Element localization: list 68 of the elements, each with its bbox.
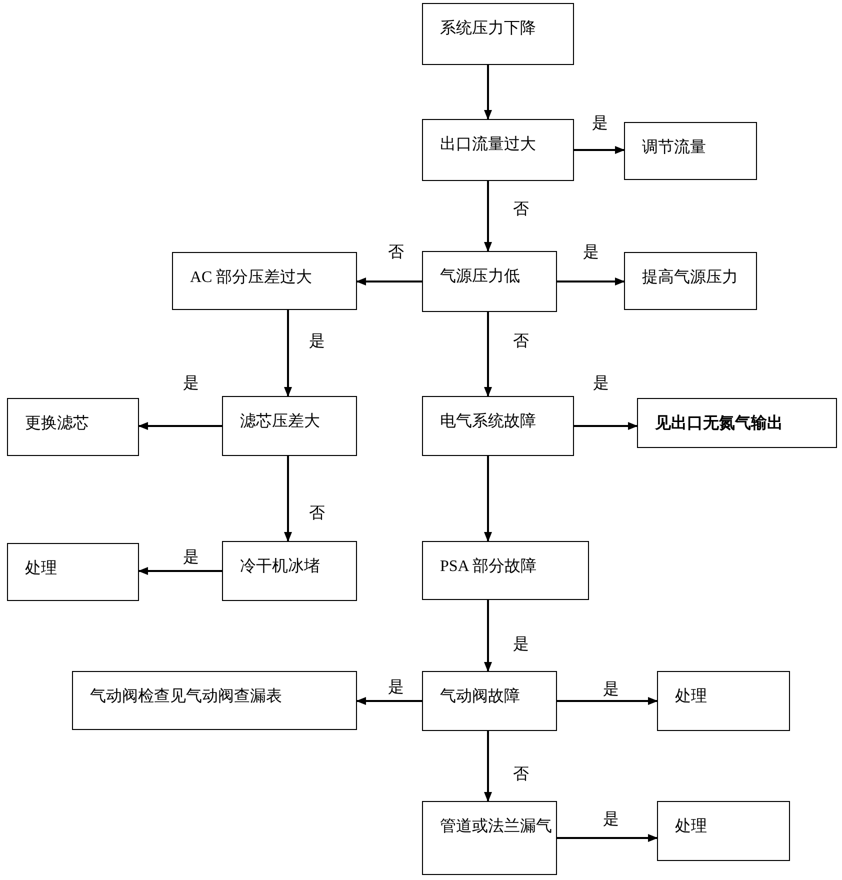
- box-text: 冷干机冰堵: [240, 556, 321, 577]
- box-text: 处理: [25, 558, 58, 579]
- box-text: 调节流量: [642, 138, 707, 158]
- edge-label: 是: [183, 550, 199, 566]
- process-box: [422, 119, 574, 181]
- edge-label: 是: [183, 376, 199, 392]
- process-box: [72, 671, 357, 730]
- arrow: [484, 312, 492, 397]
- edge-label: 否: [309, 506, 325, 522]
- process-box: [422, 801, 557, 875]
- edge-label: 是: [388, 680, 404, 696]
- process-box: [422, 671, 557, 731]
- process-box: [657, 801, 790, 861]
- process-box: [7, 543, 139, 601]
- box-text: 滤芯压差大: [240, 412, 321, 432]
- edge-label: 是: [593, 376, 609, 392]
- box-text: 系统压力下降: [440, 18, 537, 39]
- box-text: PSA 部分故障: [440, 556, 538, 577]
- edge-label: 否: [513, 767, 529, 783]
- process-box: [422, 3, 574, 65]
- process-box: [7, 398, 139, 456]
- arrow: [284, 310, 292, 397]
- process-box: [172, 252, 357, 310]
- edge-label: 否: [513, 202, 529, 218]
- box-text: 出口流量过大: [440, 134, 537, 155]
- edge-label: 否: [513, 334, 529, 350]
- arrow: [138, 422, 222, 430]
- arrow: [484, 181, 492, 252]
- box-text: 电气系统故障: [440, 412, 537, 432]
- box-text: 气动阀故障: [440, 686, 521, 707]
- box-text: 处理: [675, 686, 708, 707]
- process-box: [624, 122, 757, 180]
- box-text: 气源压力低: [440, 266, 521, 287]
- box-text: 处理: [675, 816, 708, 837]
- arrow: [484, 600, 492, 672]
- process-box: [222, 396, 357, 456]
- box-text: AC 部分压差过大: [190, 268, 314, 288]
- edge-label: 是: [583, 245, 599, 261]
- process-box: [222, 541, 357, 601]
- arrow: [484, 456, 492, 542]
- box-text: 管道或法兰漏气: [440, 816, 552, 837]
- edge-label: 否: [388, 245, 404, 261]
- arrow: [356, 278, 422, 286]
- box-text: 气动阀检查见气动阀查漏表: [90, 686, 283, 707]
- edge-label: 是: [513, 637, 529, 653]
- process-box: [637, 398, 837, 448]
- process-box: [422, 541, 589, 600]
- box-text: 更换滤芯: [25, 414, 90, 434]
- edge-label: 是: [603, 812, 619, 828]
- arrow: [574, 422, 638, 430]
- arrow: [138, 567, 222, 575]
- process-box: [422, 251, 557, 312]
- arrow: [284, 456, 292, 542]
- arrow: [557, 278, 625, 286]
- arrow: [574, 146, 625, 154]
- edge-label: 是: [603, 682, 619, 698]
- arrow: [484, 731, 492, 802]
- edge-label: 是: [592, 116, 608, 132]
- process-box: [624, 252, 757, 310]
- arrow: [484, 65, 492, 120]
- edge-label: 是: [309, 334, 325, 350]
- arrow: [356, 697, 422, 705]
- process-box: [422, 396, 574, 456]
- process-box: [657, 671, 790, 731]
- arrow: [557, 697, 658, 705]
- box-text: 提高气源压力: [642, 268, 739, 288]
- box-text: 见出口无氮气输出: [655, 414, 784, 434]
- arrow: [557, 834, 658, 842]
